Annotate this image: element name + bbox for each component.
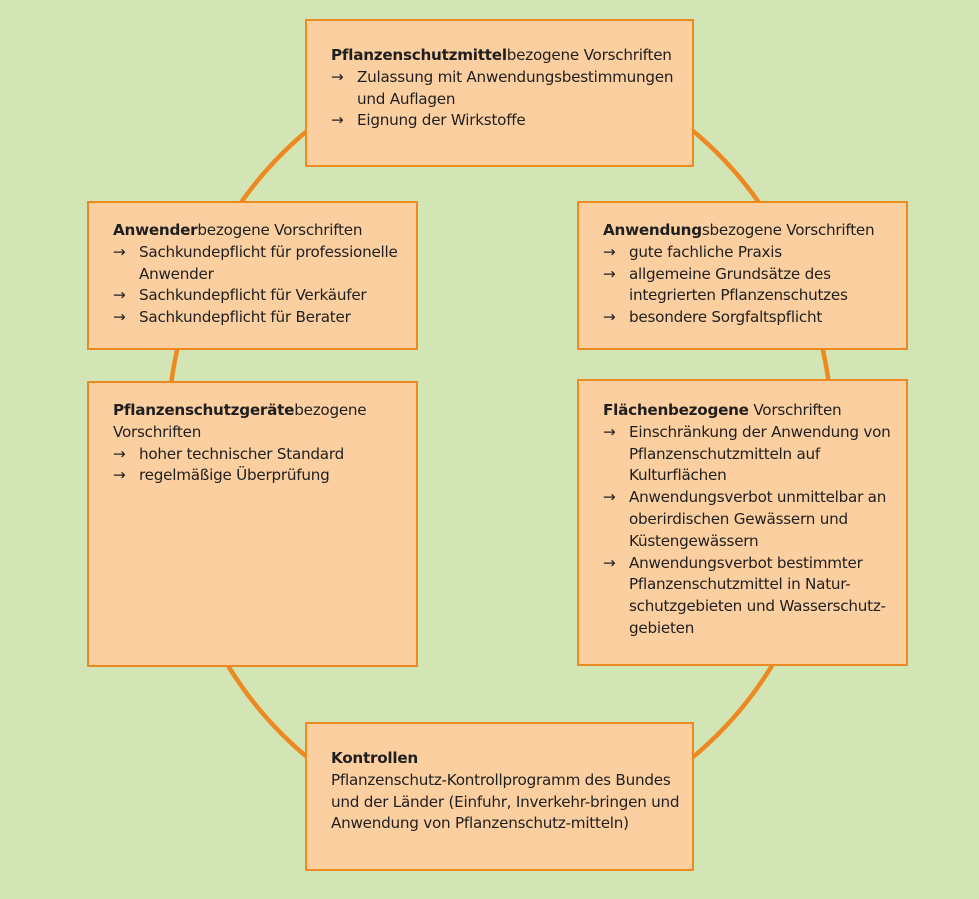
list-item-text: Zulassung mit Anwendungsbestimmungen und…: [357, 67, 674, 108]
right-arrow-icon: →: [113, 242, 126, 261]
box-title: Anwendungsbezogene Vorschriften: [603, 220, 894, 242]
box-title-rest: bezogene Vorschriften: [197, 221, 363, 239]
box-title: Flächenbezogene Vorschriften: [603, 400, 894, 422]
box-title-rest: bezogene Vorschriften: [506, 46, 672, 64]
right-arrow-icon: →: [603, 264, 616, 283]
list-item-text: gute fachliche Praxis: [629, 242, 782, 261]
right-arrow-icon: →: [603, 488, 616, 507]
list-item-text: Sachkundepflicht für Verkäufer: [139, 286, 367, 305]
list-item: → Eignung der Wirkstoffe: [331, 110, 680, 132]
box-title-rest: Vorschriften: [748, 401, 842, 419]
list-item: → Anwendungsverbot bestimmter Pflanzensch…: [603, 553, 894, 640]
right-arrow-icon: →: [603, 553, 616, 572]
bullet-list: → gute fachliche Praxis → allgemeine Grund…: [603, 242, 894, 329]
list-item-text: Sachkundepflicht für professionelle Anwe…: [139, 242, 398, 283]
right-arrow-icon: →: [113, 444, 126, 463]
box-anwender-rules: Anwenderbezogene Vorschriften → Sachkunde…: [87, 201, 418, 350]
box-kontrollen: Kontrollen Pflanzenschutz-Kontrollprogra…: [305, 722, 694, 871]
list-item: → Sachkundepflicht für Verkäufer: [113, 285, 404, 307]
right-arrow-icon: →: [113, 466, 126, 485]
list-item: → regelmäßige Überprüfung: [113, 465, 404, 487]
box-title-bold: Anwendung: [603, 221, 702, 239]
list-item-text: Eignung der Wirkstoffe: [357, 111, 526, 130]
box-title: Anwenderbezogene Vorschriften: [113, 220, 404, 242]
box-title-bold: Flächenbezogene: [603, 401, 749, 419]
box-title: Pflanzenschutzgerätebezogene Vorschrifte…: [113, 400, 404, 444]
box-title: Pflanzenschutzmittelbezogene Vorschrifte…: [331, 45, 680, 67]
box-flaechen-rules: Flächenbezogene Vorschriften → Einschränk…: [577, 379, 908, 666]
box-title-rest: sbezogene Vorschriften: [701, 221, 875, 239]
box-title-rest: bezogene Vorschriften: [113, 401, 367, 441]
box-title: Kontrollen: [331, 748, 680, 770]
right-arrow-icon: →: [331, 111, 344, 130]
list-item: → Einschränkung der Anwendung von Pflanze…: [603, 422, 894, 487]
right-arrow-icon: →: [603, 308, 616, 327]
list-item-text: Sachkundepflicht für Berater: [139, 308, 351, 327]
list-item-text: besondere Sorgfaltspflicht: [629, 308, 823, 327]
box-pflanzenschutzgeraete-rules: Pflanzenschutzgerätebezogene Vorschrifte…: [87, 381, 418, 667]
list-item: → Anwendungsverbot unmittelbar an oberird…: [603, 487, 894, 552]
list-item-text: Anwendungsverbot unmittelbar an oberirdi…: [629, 488, 887, 550]
list-item-text: allgemeine Grundsätze des integrierten P…: [629, 264, 848, 305]
list-item: → hoher technischer Standard: [113, 444, 404, 466]
list-item-text: Anwendungsverbot bestimmter Pflanzenschu…: [629, 553, 886, 637]
box-body-text: Pflanzenschutz-Kontrollprogramm des Bund…: [331, 770, 680, 833]
bullet-list: → Zulassung mit Anwendungsbestimmungen un…: [331, 67, 680, 132]
bullet-list: → hoher technischer Standard → regelmäßige…: [113, 444, 404, 488]
box-title-bold: Kontrollen: [331, 749, 418, 767]
box-title-bold: Anwender: [113, 221, 198, 239]
bullet-list: → Einschränkung der Anwendung von Pflanze…: [603, 422, 894, 640]
list-item: → gute fachliche Praxis: [603, 242, 894, 264]
list-item-text: regelmäßige Überprüfung: [139, 466, 330, 485]
box-title-bold: Pflanzenschutzmittel: [331, 46, 507, 64]
bullet-list: → Sachkundepflicht für professionelle Anw…: [113, 242, 404, 329]
list-item: → Zulassung mit Anwendungsbestimmungen un…: [331, 67, 680, 111]
box-anwendung-rules: Anwendungsbezogene Vorschriften → gute fa…: [577, 201, 908, 350]
list-item: → allgemeine Grundsätze des integrierten …: [603, 264, 894, 308]
box-title-bold: Pflanzenschutzgeräte: [113, 401, 295, 419]
right-arrow-icon: →: [113, 308, 126, 327]
list-item: → besondere Sorgfaltspflicht: [603, 307, 894, 329]
right-arrow-icon: →: [603, 422, 616, 441]
list-item: → Sachkundepflicht für professionelle Anw…: [113, 242, 404, 286]
box-pflanzenschutzmittel-rules: Pflanzenschutzmittelbezogene Vorschrifte…: [305, 19, 694, 167]
list-item: → Sachkundepflicht für Berater: [113, 307, 404, 329]
list-item-text: Einschränkung der Anwendung von Pflanzen…: [629, 422, 891, 485]
right-arrow-icon: →: [603, 242, 616, 261]
list-item-text: hoher technischer Standard: [139, 444, 344, 463]
right-arrow-icon: →: [113, 286, 126, 305]
right-arrow-icon: →: [331, 67, 344, 86]
